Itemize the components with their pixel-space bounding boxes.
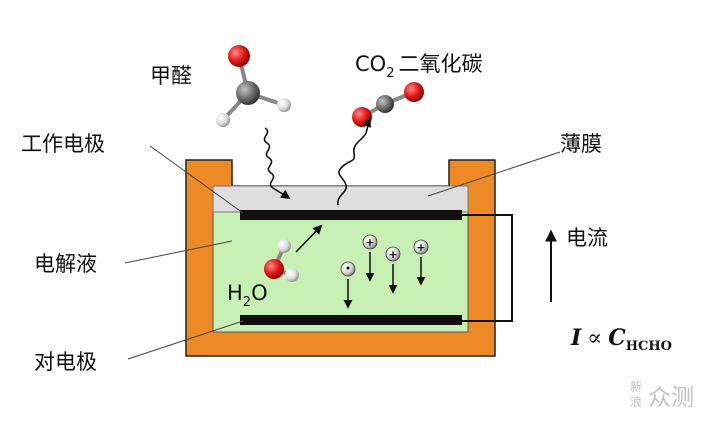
working-electrode-label: 工作电极 [21,132,105,156]
svg-text:+: + [416,241,425,254]
wavy-arrow-out [337,117,371,206]
proton-ion: + [385,246,401,294]
svg-text:+: + [388,248,397,261]
proton-ion: + [413,239,429,286]
svg-text:众测: 众测 [648,385,694,411]
thin-film [212,185,469,213]
co2-molecule [352,82,424,127]
external-circuit [462,214,513,322]
water-molecule [264,239,299,282]
water-label: H2O [227,281,268,310]
svg-text:浪: 浪 [630,394,642,409]
formaldehyde-label: 甲醛 [150,64,192,88]
wavy-arrow-in [263,127,291,200]
water-arrow [295,224,323,253]
proton-ion: + [362,234,378,282]
proportionality-formula: I∝CHCHO [570,325,672,354]
electron [340,261,356,309]
current-label: 电流 [566,226,608,250]
leader-thin-film [427,151,561,197]
working-electrode [240,210,462,220]
formaldehyde-molecule [216,45,291,127]
leader-counter-electrode [127,320,244,360]
leader-electrolyte [124,240,233,264]
svg-text:+: + [365,236,374,249]
thin-film-label: 薄膜 [560,132,602,156]
leader-working-electrode [149,145,244,214]
svg-text:新: 新 [630,379,642,394]
counter-electrode [240,315,462,325]
counter-electrode-label: 对电极 [34,350,97,374]
electrolyte-label: 电解液 [34,252,97,276]
watermark: 新 浪 众测 [630,379,694,411]
